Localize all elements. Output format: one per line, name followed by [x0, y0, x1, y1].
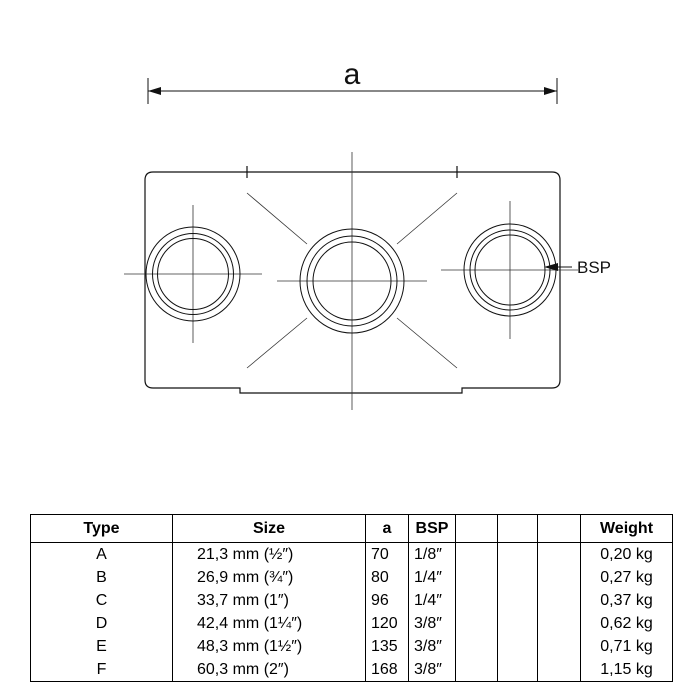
cell-type: C — [30, 589, 173, 612]
technical-drawing: a BSP — [124, 58, 611, 410]
cell-blank1 — [455, 589, 498, 612]
cell-blank1 — [455, 635, 498, 658]
cell-weight: 0,62 kg — [580, 612, 673, 635]
cell-size: 60,3 mm (2″) — [172, 658, 366, 682]
cell-blank1 — [455, 612, 498, 635]
cell-size: 33,7 mm (1″) — [172, 589, 366, 612]
center-lines — [124, 152, 578, 410]
header-blank3 — [537, 514, 581, 543]
cell-bsp: 3/8″ — [408, 612, 456, 635]
header-bsp: BSP — [408, 514, 456, 543]
cell-size: 26,9 mm (¾″) — [172, 566, 366, 589]
cell-blank3 — [537, 658, 581, 682]
fitting-body-outline — [144, 166, 561, 394]
cell-type: E — [30, 635, 173, 658]
header-a: a — [365, 514, 409, 543]
cell-a: 120 — [365, 612, 409, 635]
bsp-arrow — [544, 263, 558, 271]
cell-blank2 — [497, 589, 538, 612]
cell-bsp: 1/8″ — [408, 542, 456, 566]
cell-blank1 — [455, 658, 498, 682]
cell-weight: 0,27 kg — [580, 566, 673, 589]
cell-blank2 — [497, 542, 538, 566]
cell-weight: 1,15 kg — [580, 658, 673, 682]
dimension-a: a — [147, 58, 558, 104]
cell-blank2 — [497, 612, 538, 635]
cell-blank3 — [537, 589, 581, 612]
cell-bsp: 1/4″ — [408, 589, 456, 612]
diagonal-lines — [246, 192, 458, 369]
cell-a: 80 — [365, 566, 409, 589]
cell-weight: 0,20 kg — [580, 542, 673, 566]
header-row: Type Size a BSP Weight — [30, 514, 673, 543]
cell-blank3 — [537, 542, 581, 566]
cell-bsp: 1/4″ — [408, 566, 456, 589]
cell-blank3 — [537, 566, 581, 589]
cell-type: D — [30, 612, 173, 635]
cell-blank2 — [497, 635, 538, 658]
header-weight: Weight — [580, 514, 673, 543]
cell-a: 96 — [365, 589, 409, 612]
cell-a: 135 — [365, 635, 409, 658]
cell-blank2 — [497, 658, 538, 682]
header-blank1 — [455, 514, 498, 543]
cell-size: 21,3 mm (½″) — [172, 542, 366, 566]
cell-blank3 — [537, 635, 581, 658]
spec-table-header: Type Size a BSP Weight — [30, 514, 673, 543]
header-size: Size — [172, 514, 366, 543]
cell-weight: 0,37 kg — [580, 589, 673, 612]
cell-size: 48,3 mm (1½″) — [172, 635, 366, 658]
header-type: Type — [30, 514, 173, 543]
cell-bsp: 3/8″ — [408, 658, 456, 682]
hub-center — [299, 228, 405, 334]
bsp-label: BSP — [577, 258, 611, 277]
cell-a: 168 — [365, 658, 409, 682]
cell-blank1 — [455, 542, 498, 566]
dimension-arrow-left — [148, 87, 161, 95]
cell-blank2 — [497, 566, 538, 589]
header-blank2 — [497, 514, 538, 543]
cell-a: 70 — [365, 542, 409, 566]
cell-weight: 0,71 kg — [580, 635, 673, 658]
cell-type: F — [30, 658, 173, 682]
dimension-label-a: a — [344, 58, 361, 91]
cell-type: B — [30, 566, 173, 589]
hub-left — [145, 226, 241, 322]
bsp-annotation: BSP — [544, 258, 611, 277]
cell-blank1 — [455, 566, 498, 589]
dimension-arrow-right — [544, 87, 557, 95]
cell-bsp: 3/8″ — [408, 635, 456, 658]
cell-type: A — [30, 542, 173, 566]
cell-size: 42,4 mm (1¼″) — [172, 612, 366, 635]
cell-blank3 — [537, 612, 581, 635]
